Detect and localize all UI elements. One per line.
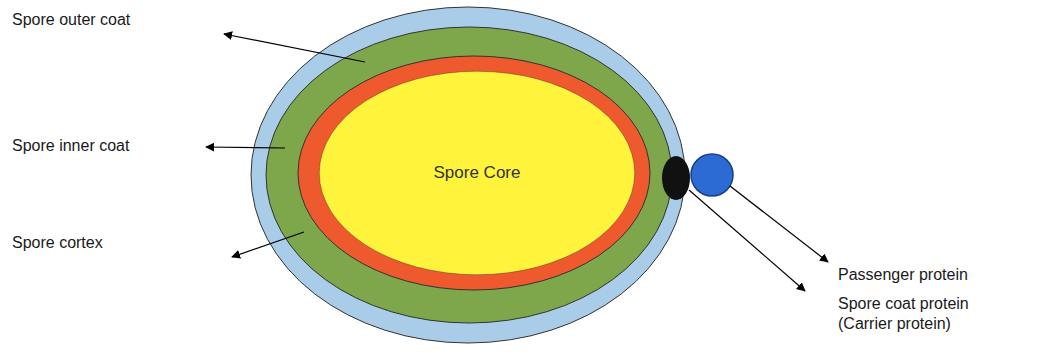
part-label: Spore coat protein (Carrier protein) (838, 294, 1018, 334)
passenger-protein-shape (691, 154, 733, 196)
part-label: Spore cortex (12, 233, 103, 253)
leader-line (224, 34, 365, 62)
outer-coat-layer (251, 7, 685, 343)
leader-line (730, 186, 828, 262)
leader-line (206, 147, 285, 148)
node-text: Spore Core (434, 163, 521, 183)
spore-core: Spore Core (318, 70, 636, 276)
part-label: Spore inner coat (12, 136, 129, 156)
inner-coat-layer (266, 27, 672, 323)
leader-line (689, 190, 805, 291)
leader-line (232, 232, 304, 257)
carrier-protein-shape (662, 156, 690, 200)
part-label: Spore outer coat (12, 10, 130, 30)
part-label: Passenger protein (838, 265, 968, 285)
cortex-layer (298, 56, 650, 290)
